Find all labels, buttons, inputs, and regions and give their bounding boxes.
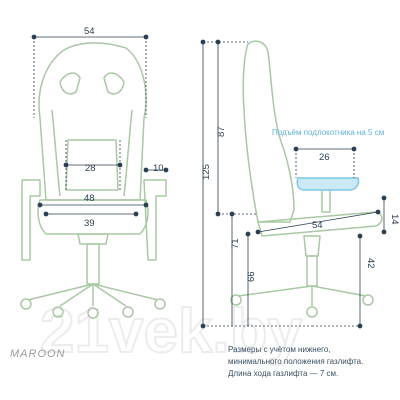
dim-armrest-thickness: 14 (389, 214, 400, 225)
dim-seat-height-max: 71 (230, 238, 241, 249)
armrest-pad (296, 177, 360, 191)
footnote-line-1: Размеры с учётом нижнего, (228, 345, 331, 354)
dim-armrest-width: 10 (153, 163, 164, 174)
dim-backrest-height: 87 (216, 126, 227, 137)
footnote-line-3: Длина хода газлифта — 7 см. (228, 369, 338, 378)
dim-seat-outer-width: 48 (84, 193, 95, 204)
dim-lumbar-width: 28 (85, 163, 96, 174)
dim-overall-height: 125 (201, 164, 212, 180)
dim-armrest-pad-width: 26 (319, 152, 330, 163)
dim-seat-inner-width: 39 (84, 218, 95, 229)
side-view-dimensions (200, 39, 387, 329)
footnote-line-2: минимального положения газлифта. (228, 357, 363, 366)
armrest-lift-note: Подъём подлокотника на 5 см (272, 128, 384, 137)
dim-seat-depth: 54 (312, 220, 323, 231)
model-label: MAROON (10, 348, 66, 360)
dim-seat-front-height: 42 (365, 258, 376, 269)
front-view-dimensions (31, 34, 169, 217)
dim-backrest-width: 54 (84, 26, 95, 37)
front-view-chair (20, 42, 167, 319)
watermark: 21vek.by (40, 297, 303, 366)
dim-seat-height-min: 66 (246, 271, 257, 282)
